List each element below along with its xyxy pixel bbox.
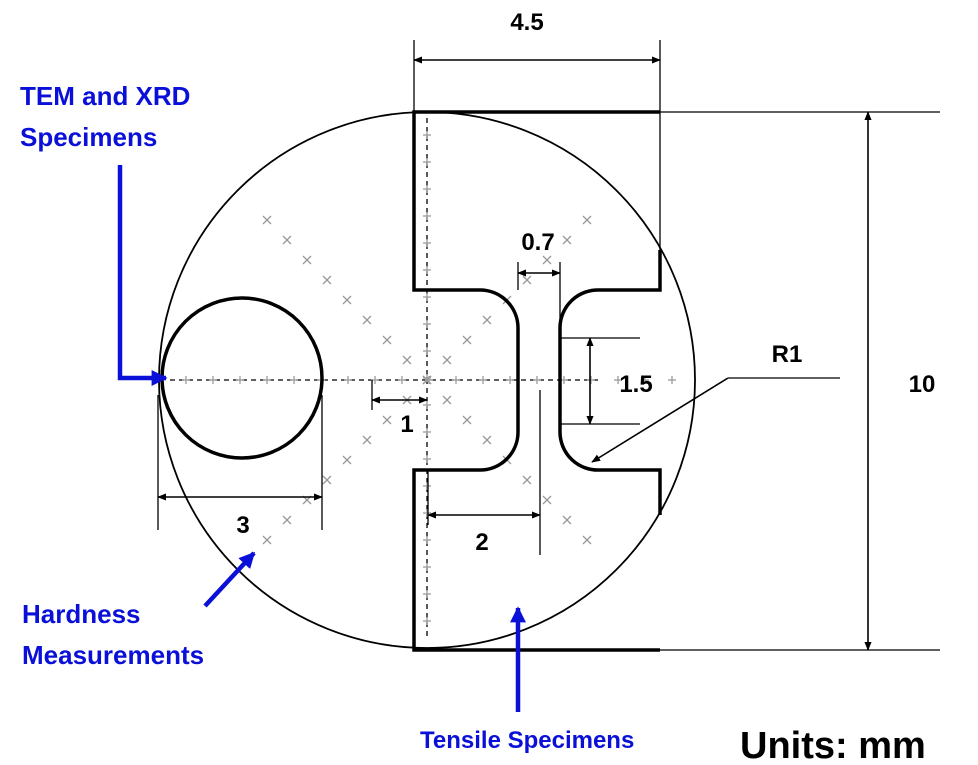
cross-marker-stroke: [322, 475, 332, 485]
cross-marker-stroke: [562, 235, 572, 245]
center-crosshair: [170, 118, 600, 640]
cross-marker-stroke: [562, 515, 572, 525]
shoulder-label: 1.5: [619, 371, 652, 398]
cross-marker-stroke: [342, 295, 352, 305]
tensile-specimen-outline: [412, 110, 660, 652]
cross-marker-stroke: [482, 315, 492, 325]
cross-marker-stroke: [582, 535, 592, 545]
gauge-length-label: 2: [475, 529, 488, 556]
disc-diameter-label: 3: [236, 512, 249, 539]
cross-marker-stroke: [462, 335, 472, 345]
cross-marker-stroke: [382, 335, 392, 345]
hardness-callout-line2: Measurements: [22, 640, 204, 670]
gauge-width-label: 0.7: [521, 229, 554, 256]
hardness-indent-markers: [182, 131, 676, 625]
radius-leader: [591, 377, 729, 463]
cross-marker-stroke: [282, 235, 292, 245]
hardness-callout: Hardness Measurements: [22, 551, 256, 670]
tem-xrd-callout-line1: TEM and XRD: [20, 81, 190, 111]
hardness-arrow: [203, 551, 256, 608]
tem-xrd-callout-line2: Specimens: [20, 122, 157, 152]
extension-lines: [157, 40, 940, 651]
cross-marker-stroke: [482, 435, 492, 445]
cross-marker-stroke: [282, 515, 292, 525]
cross-marker-stroke: [442, 355, 452, 365]
cross-marker-stroke: [462, 415, 472, 425]
tem-xrd-arrow: [117, 165, 168, 386]
cross-marker-stroke: [302, 255, 312, 265]
tem-xrd-callout: TEM and XRD Specimens: [20, 81, 190, 386]
cross-marker-stroke: [422, 375, 432, 385]
tensile-callout-label: Tensile Specimens: [420, 727, 634, 754]
cross-marker-stroke: [362, 435, 372, 445]
cross-marker-stroke: [262, 535, 272, 545]
top-width-label: 4.5: [510, 9, 543, 36]
height-label: 10: [909, 371, 936, 398]
tensile-callout: Tensile Specimens: [420, 606, 634, 754]
radius-label: R1: [772, 341, 803, 368]
tensile-specimen-right-outline: [558, 250, 662, 515]
dimension-arrows: [157, 56, 872, 651]
cross-marker-stroke: [362, 315, 372, 325]
cross-marker-stroke: [542, 255, 552, 265]
cross-marker-stroke: [442, 395, 452, 405]
cross-marker-stroke: [262, 215, 272, 225]
cross-marker-stroke: [382, 415, 392, 425]
cross-marker-stroke: [522, 275, 532, 285]
cross-marker-stroke: [542, 495, 552, 505]
cross-marker-stroke: [322, 275, 332, 285]
cross-marker-stroke: [402, 355, 412, 365]
hardness-callout-line1: Hardness: [22, 599, 141, 629]
cross-marker-stroke: [342, 455, 352, 465]
cross-marker-stroke: [582, 215, 592, 225]
cross-marker-stroke: [522, 475, 532, 485]
marker-spacing-label: 1: [400, 411, 413, 438]
units-label: Units: mm: [740, 725, 926, 765]
